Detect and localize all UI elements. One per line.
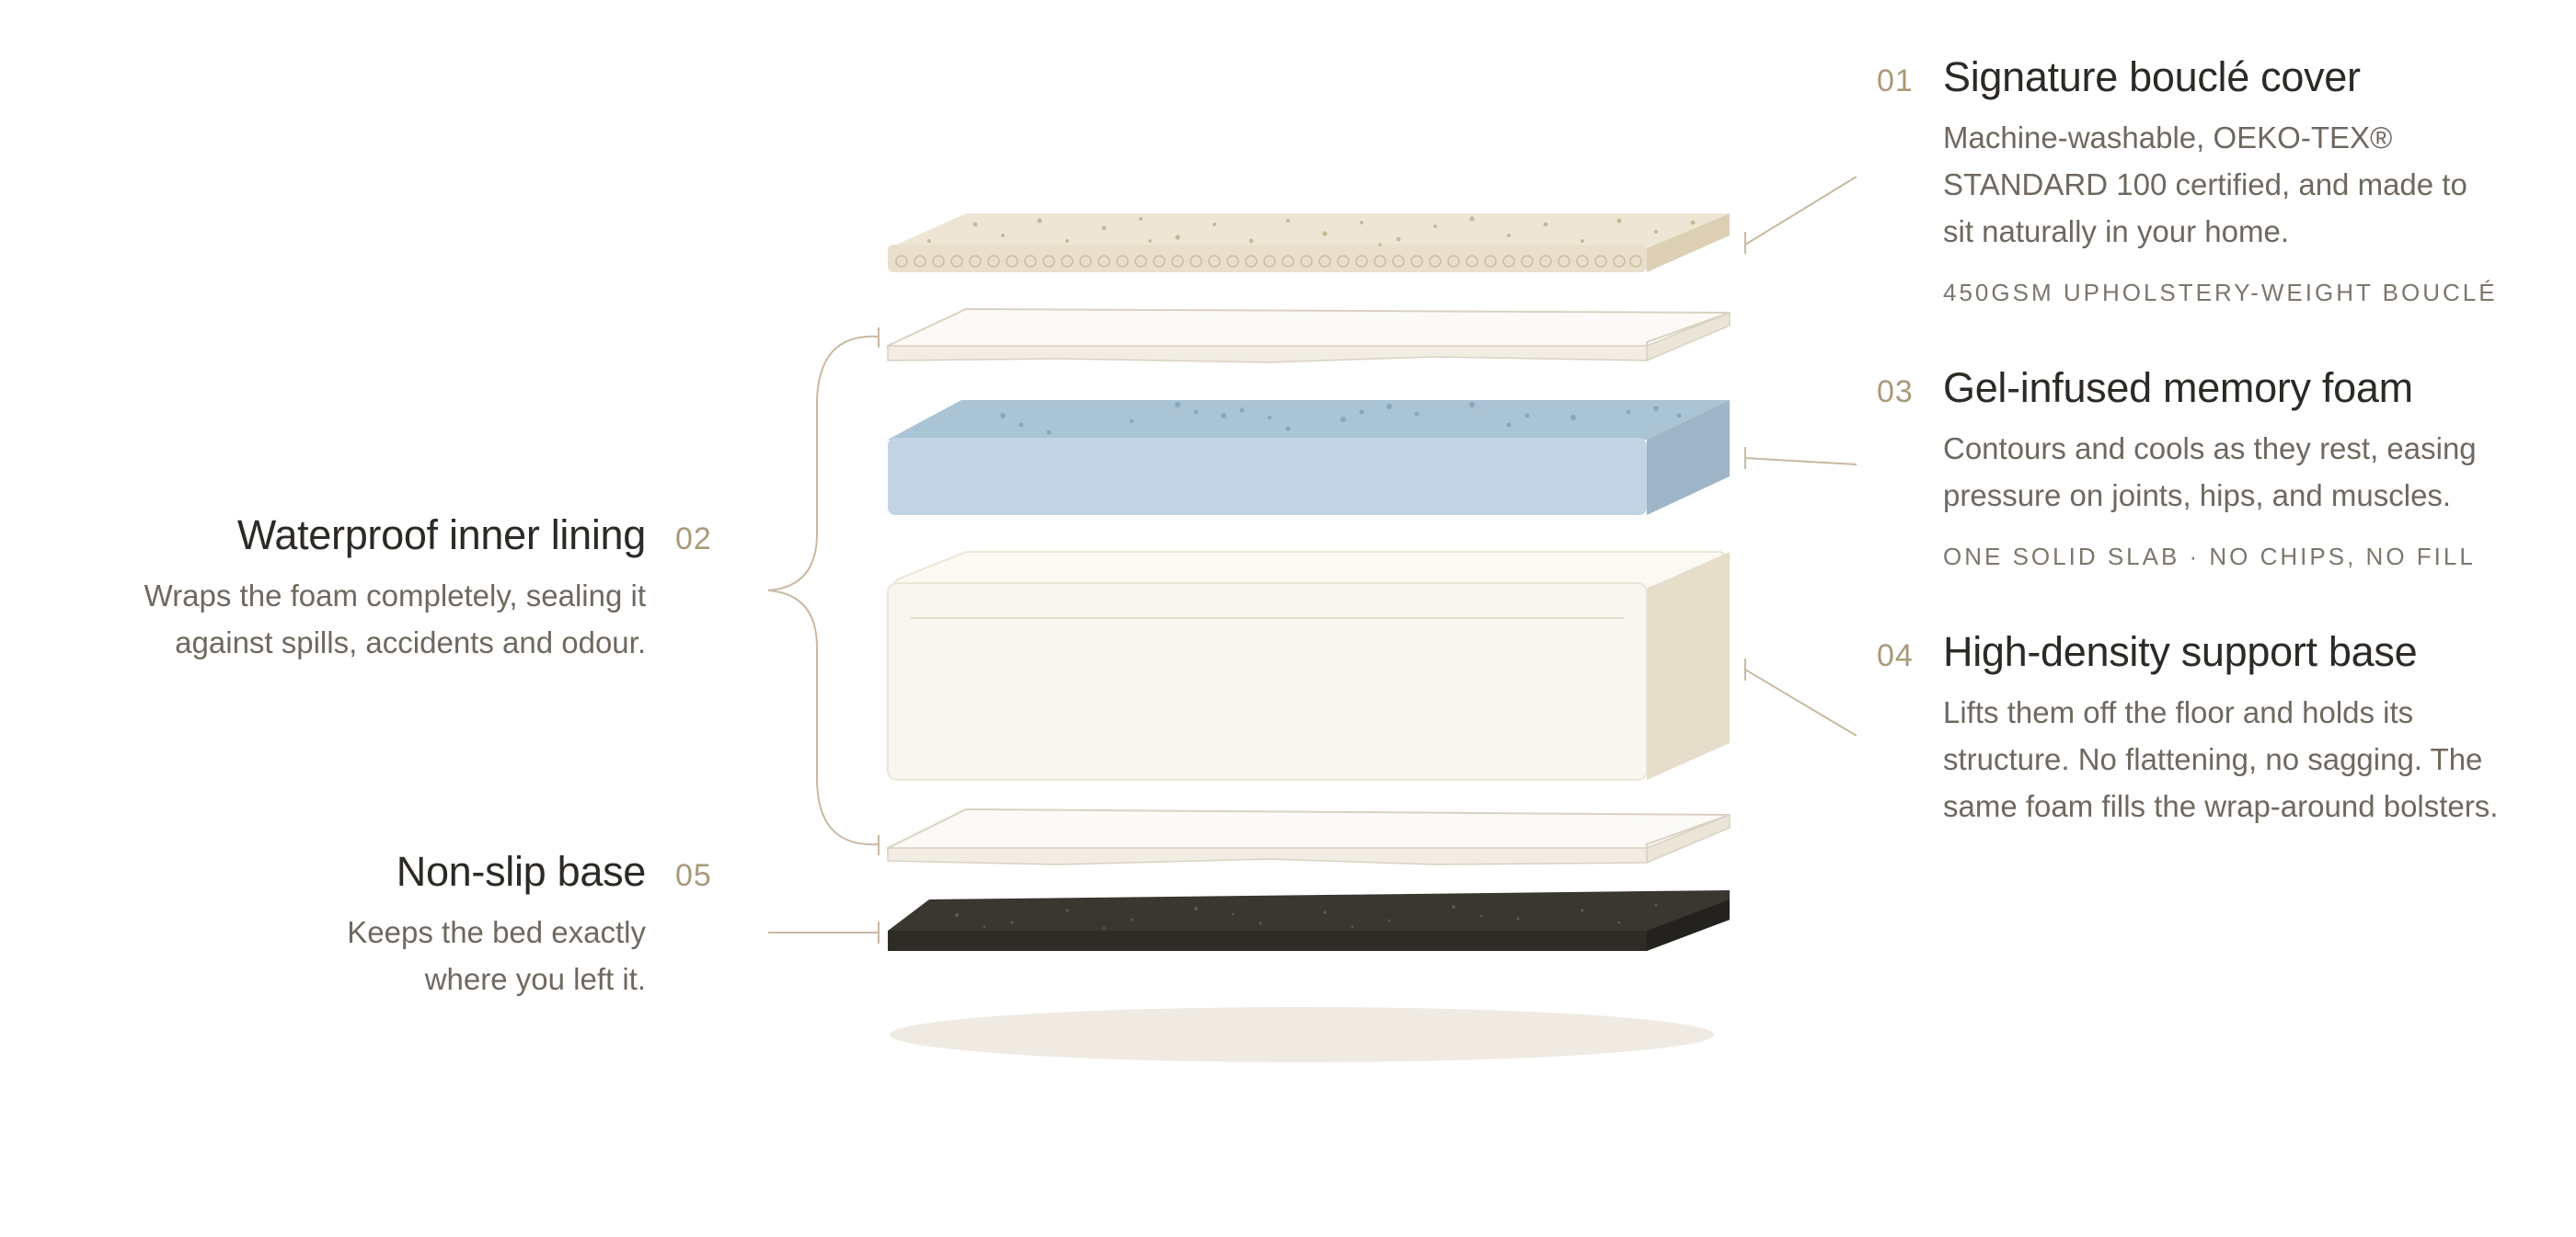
callout-description: Wraps the foam completely, sealing it ag… [0,572,646,666]
callout-description: Keeps the bed exactly where you left it. [0,909,646,1002]
description-line: pressure on joints, hips, and muscles. [1943,478,2452,512]
boucle-loop-edge [895,255,1642,268]
callout-description: Contours and cools as they rest, easing … [1943,425,2558,519]
callout-spec: ONE SOLID SLAB · NO CHIPS, NO FILL [1943,543,2476,570]
callout-title: High-density support base [1943,628,2418,675]
callout-title: Waterproof inner lining [236,511,646,558]
description-line: Machine-washable, OEKO-TEX® [1943,120,2393,155]
leader-cover [1744,176,1857,246]
callout-waterproof-lining: Waterproof inner lining 02 Wraps the foa… [0,511,719,666]
leader-gel [1744,457,1857,465]
description-line: Keeps the bed exactly [347,915,646,949]
callout-gel-foam: 03 Gel-infused memory foam Contours and … [1877,364,2558,571]
callout-cover-heading: 01 Signature bouclé cover [1877,53,2558,101]
callout-title: Gel-infused memory foam [1943,364,2413,411]
callout-cover: 01 Signature bouclé cover Machine-washab… [1877,53,2558,307]
layer-boucle-cover [888,213,1730,272]
callout-support-base: 04 High-density support base Lifts them … [1877,628,2558,830]
description-line: Contours and cools as they rest, easing [1943,431,2477,465]
callout-nonslip-base: Non-slip base 05 Keeps the bed exactly w… [0,848,719,1002]
callout-number: 01 [1877,63,1914,98]
layer-support-base [887,551,1732,781]
description-line: where you left it. [424,962,646,996]
floor-shadow [890,1007,1714,1062]
description-line: Wraps the foam completely, sealing it [144,578,646,613]
layer-nonslip-base [888,890,1730,951]
layer-gel-memory-foam [888,400,1730,515]
leader-support [1744,669,1857,737]
callout-nonslip-heading: Non-slip base 05 [0,848,719,896]
callout-number: 05 [675,858,712,893]
description-line: structure. No flattening, no sagging. Th… [1943,742,2483,776]
description-line: STANDARD 100 certified, and made to [1943,167,2467,201]
callout-support-heading: 04 High-density support base [1877,628,2558,676]
description-line: sit naturally in your home. [1943,214,2290,248]
description-line: Lifts them off the floor and holds its [1943,695,2414,729]
callout-number: 03 [1877,374,1914,409]
callout-number: 04 [1877,638,1914,673]
leader-lining-bracket [767,335,880,846]
callout-gel-heading: 03 Gel-infused memory foam [1877,364,2558,412]
nonslip-grain-texture [955,903,1658,930]
leader-lines [767,176,1857,944]
description-line: against spills, accidents and odour. [175,625,646,659]
callout-title: Signature bouclé cover [1943,53,2361,100]
callout-title: Non-slip base [396,848,647,895]
callout-lining-heading: Waterproof inner lining 02 [0,511,719,559]
gel-bead-texture [1000,402,1682,435]
layer-lining-top [887,307,1731,363]
description-line: same foam fills the wrap-around bolsters… [1943,789,2499,823]
callout-description: Machine-washable, OEKO-TEX® STANDARD 100… [1943,114,2558,255]
boucle-speckle-texture [927,216,1696,246]
callout-description: Lifts them off the floor and holds its s… [1943,689,2558,830]
callout-number: 02 [675,521,712,556]
callout-spec: 450GSM UPHOLSTERY-WEIGHT BOUCLÉ [1943,279,2498,306]
layer-lining-bottom [887,807,1731,865]
